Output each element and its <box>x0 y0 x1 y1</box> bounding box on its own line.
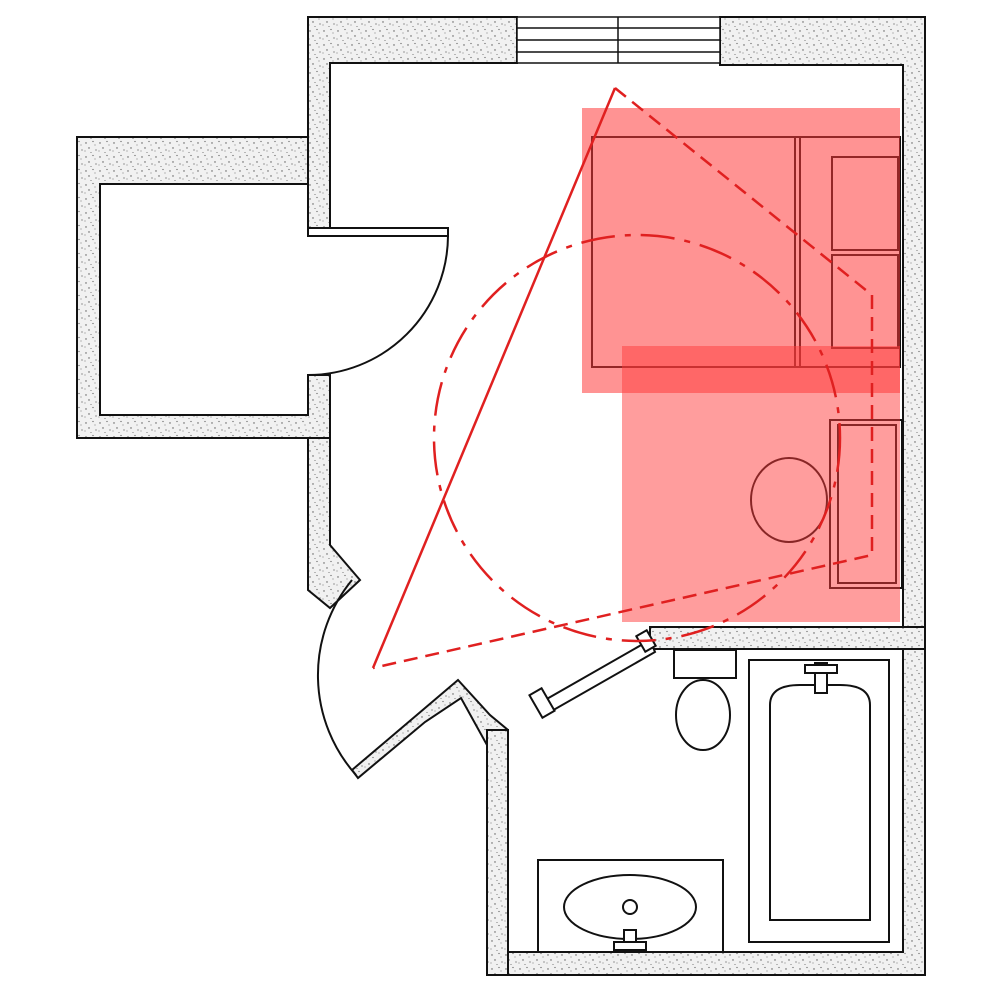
sink-drain <box>622 899 638 915</box>
bathroom-fixtures <box>537 649 890 953</box>
window-symbol <box>516 16 721 64</box>
bath-wall-top <box>649 626 926 650</box>
highlight-zone-table <box>622 346 900 622</box>
route-dashed <box>372 87 874 670</box>
closet-wall <box>76 136 331 439</box>
door-swing-arc <box>307 235 449 376</box>
closet-door[interactable] <box>307 227 449 376</box>
walls <box>76 16 926 976</box>
entry-door[interactable] <box>316 579 357 776</box>
hinged-door-symbol <box>307 227 449 237</box>
sliding-door-symbol[interactable] <box>528 628 658 720</box>
bathtub-inner <box>769 684 871 921</box>
bath-wall-side <box>486 729 509 976</box>
toilet-symbol <box>675 679 731 751</box>
door-swing-arc <box>316 579 357 776</box>
highlight-zone-bed <box>582 108 900 393</box>
toilet-tank <box>673 649 737 679</box>
clearance-overlay <box>371 87 874 670</box>
route-solid <box>371 87 617 669</box>
turning-circle <box>432 233 842 643</box>
highlight-zones <box>582 108 900 622</box>
